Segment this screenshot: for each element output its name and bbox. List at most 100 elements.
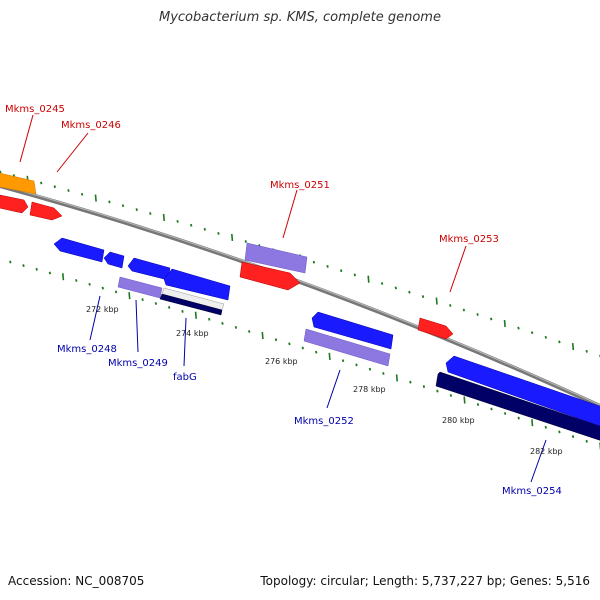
- minor-tick: [274, 338, 278, 342]
- major-tick: [503, 319, 506, 328]
- minor-tick: [449, 394, 453, 397]
- gene-mkms-0251-upper[interactable]: [244, 242, 308, 274]
- minor-tick: [449, 304, 452, 307]
- lower-tick-track: [9, 260, 600, 450]
- major-tick: [367, 275, 370, 283]
- minor-tick: [409, 380, 412, 384]
- accession-label: Accession: NC_008705: [8, 574, 145, 588]
- major-tick: [435, 297, 438, 305]
- minor-tick: [544, 335, 547, 339]
- minor-tick: [490, 407, 493, 411]
- minor-tick: [422, 385, 426, 389]
- minor-tick: [558, 430, 561, 434]
- tick-label: 276 kbp: [265, 357, 298, 366]
- minor-tick: [476, 403, 480, 406]
- gene-label-fabg[interactable]: fabG: [173, 372, 197, 383]
- minor-tick: [101, 286, 104, 290]
- major-tick: [62, 273, 65, 281]
- minor-tick: [168, 305, 171, 309]
- gene-label-mkms-0246[interactable]: Mkms_0246: [61, 120, 121, 131]
- major-tick: [231, 233, 234, 241]
- tick-label: 282 kbp: [530, 447, 563, 456]
- genome-backbone: [0, 184, 600, 408]
- minor-tick: [48, 271, 52, 275]
- major-tick: [328, 352, 331, 360]
- minor-tick: [108, 200, 111, 204]
- tick-label: 280 kbp: [442, 416, 475, 425]
- minor-tick: [53, 185, 56, 189]
- minor-tick: [176, 219, 179, 223]
- major-tick: [531, 419, 534, 427]
- major-tick: [94, 194, 97, 202]
- gene-mkms-0254[interactable]: [435, 355, 600, 442]
- minor-tick: [217, 231, 220, 235]
- minor-tick: [154, 302, 158, 305]
- gene-mkms-0252[interactable]: [303, 311, 394, 367]
- minor-tick: [585, 439, 588, 443]
- minor-tick: [67, 189, 70, 192]
- tick-labels: 272 kbp 274 kbp 276 kbp 278 kbp 280 kbp …: [86, 305, 563, 456]
- genome-title: Mycobacterium sp. KMS, complete genome: [159, 10, 441, 25]
- minor-tick: [244, 240, 247, 243]
- minor-tick: [80, 192, 84, 196]
- minor-tick: [203, 227, 206, 231]
- genome-backbone-highlight: [0, 184, 600, 406]
- major-tick: [395, 374, 398, 382]
- minor-tick: [394, 286, 397, 290]
- minor-tick: [517, 416, 520, 420]
- gene-label-mkms-0245[interactable]: Mkms_0245: [5, 104, 65, 115]
- minor-tick: [421, 295, 425, 299]
- minor-tick: [22, 264, 25, 268]
- gene-labels: Mkms_0245 Mkms_0246 Mkms_0251 Mkms_0253 …: [5, 104, 562, 497]
- tick-label: 272 kbp: [86, 305, 119, 314]
- gene-mkms-0249[interactable]: [117, 257, 171, 299]
- tick-label: 278 kbp: [353, 385, 386, 394]
- minor-tick: [114, 290, 118, 294]
- minor-tick: [149, 212, 152, 215]
- minor-tick: [301, 346, 304, 350]
- gene-fabg[interactable]: [159, 268, 231, 316]
- gene-mkms-0245b[interactable]: [0, 194, 29, 214]
- tick-label: 274 kbp: [176, 329, 209, 338]
- minor-tick: [88, 282, 91, 286]
- gene-label-mkms-0254[interactable]: Mkms_0254: [502, 486, 562, 497]
- minor-tick: [355, 363, 358, 367]
- minor-tick: [234, 325, 238, 329]
- major-tick: [194, 311, 197, 319]
- major-tick: [463, 396, 466, 404]
- minor-tick: [382, 372, 385, 375]
- minor-tick: [221, 321, 224, 325]
- minor-tick: [340, 269, 343, 273]
- gene-label-mkms-0249[interactable]: Mkms_0249: [108, 358, 168, 369]
- major-tick: [261, 332, 264, 340]
- gene-label-mkms-0252[interactable]: Mkms_0252: [294, 416, 354, 427]
- minor-tick: [436, 389, 439, 393]
- gene-mkms-0253[interactable]: [417, 317, 454, 340]
- minor-tick: [208, 317, 211, 321]
- minor-tick: [190, 223, 193, 227]
- gene-mkms-0246[interactable]: [29, 201, 63, 221]
- callout-lines: [19, 114, 547, 483]
- gene-mkms-0245[interactable]: [0, 172, 37, 195]
- minor-tick: [490, 317, 493, 321]
- gene-mkms-0248[interactable]: [53, 237, 125, 269]
- gene-label-mkms-0251[interactable]: Mkms_0251: [270, 180, 330, 191]
- minor-tick: [0, 170, 2, 174]
- minor-tick: [35, 267, 38, 271]
- minor-tick: [380, 282, 384, 285]
- minor-tick: [585, 349, 588, 353]
- gene-mkms-0251[interactable]: [239, 261, 301, 291]
- minor-tick: [462, 308, 466, 312]
- minor-tick: [326, 264, 329, 268]
- minor-tick: [315, 350, 318, 354]
- minor-tick: [248, 330, 251, 333]
- minor-tick: [408, 290, 411, 294]
- minor-tick: [530, 331, 534, 335]
- minor-tick: [312, 260, 316, 264]
- minor-tick: [181, 309, 184, 313]
- minor-tick: [135, 208, 138, 212]
- minor-tick: [141, 298, 144, 302]
- gene-label-mkms-0253[interactable]: Mkms_0253: [439, 234, 499, 245]
- gene-label-mkms-0248[interactable]: Mkms_0248: [57, 344, 117, 355]
